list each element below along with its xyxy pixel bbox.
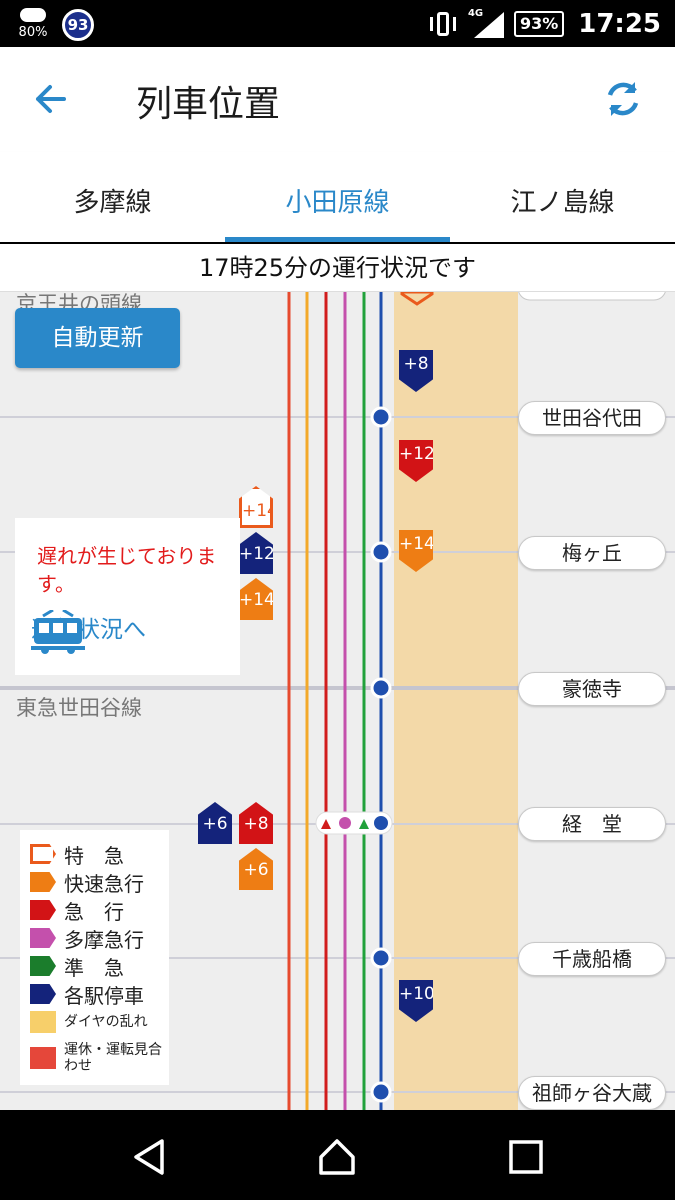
legend-item: 多摩急行 (30, 924, 169, 952)
clock: 17:25 (578, 8, 661, 39)
square-recents-icon (509, 1140, 543, 1174)
suspension-swatch-icon (30, 1047, 56, 1069)
vibrate-icon (428, 10, 458, 38)
app-bar: 列車位置 (0, 47, 675, 152)
legend-label: 多摩急行 (64, 927, 144, 952)
tama-express-stop-icon (339, 817, 351, 829)
tab-tama-line[interactable]: 多摩線 (73, 188, 152, 218)
nav-back-button[interactable] (130, 1137, 170, 1177)
legend-item: 快速急行 (30, 868, 169, 896)
status-banner: 17時25分の運行状況です (0, 244, 675, 292)
triangle-back-icon (134, 1139, 164, 1175)
legend-label: 快速急行 (64, 871, 144, 896)
legend-label: 準 急 (64, 955, 124, 980)
train-marker[interactable]: +12 (239, 532, 273, 574)
home-icon (319, 1139, 355, 1175)
tab-odawara-line[interactable]: 小田原線 (225, 152, 450, 242)
train-marker[interactable]: +12 (399, 440, 433, 482)
station-dot (370, 406, 392, 428)
station-label[interactable]: 千歳船橋 (518, 942, 666, 976)
station-dot (370, 947, 392, 969)
legend-item: ダイヤの乱れ (30, 1008, 169, 1036)
train-marker[interactable]: +14 (399, 530, 433, 572)
legend-label: 特 急 (64, 843, 124, 868)
station-dot (372, 814, 390, 832)
station-label[interactable]: 世田谷代田 (518, 401, 666, 435)
delay-band (394, 292, 518, 1110)
legend-item: 特 急 (30, 840, 169, 868)
weather-percent: 80% (18, 25, 48, 40)
page-title: 列車位置 (136, 84, 281, 125)
stop-pattern-capsule (315, 811, 393, 835)
notification-badge: 93 (62, 9, 94, 41)
connecting-line-label: 東急世田谷線 (16, 696, 142, 720)
semi-express-stop-icon (359, 819, 369, 829)
nav-recents-button[interactable] (506, 1137, 546, 1177)
back-button[interactable] (30, 77, 74, 121)
legend-label: 運休・運転見合わせ (64, 1042, 162, 1074)
train-icon (31, 610, 85, 654)
partial-train-marker (400, 292, 434, 306)
limited-express-swatch-icon (30, 844, 56, 864)
station-label[interactable]: 豪徳寺 (518, 672, 666, 706)
delay-notice: 遅れが生じております。 運行状況へ (15, 518, 240, 675)
service-status-link[interactable]: 運行状況へ (31, 610, 146, 654)
refresh-icon (607, 82, 639, 116)
station-dot (370, 677, 392, 699)
partial-station-label (518, 292, 666, 301)
legend-label: 各駅停車 (64, 983, 144, 1008)
train-position-map[interactable]: 京王井の頭線 東急世田谷線 自動更新 世田谷代田 梅ヶ丘 豪徳寺 経 堂 千歳船… (0, 292, 675, 1110)
legend-item: 各駅停車 (30, 980, 169, 1008)
signal-icon: 4G (468, 8, 504, 40)
line-tabs: 多摩線 小田原線 江ノ島線 (0, 152, 675, 242)
legend-item: 準 急 (30, 952, 169, 980)
semi-express-swatch-icon (30, 956, 56, 976)
weather-icon: 80% (16, 6, 50, 42)
system-nav-bar (0, 1110, 675, 1200)
station-label[interactable]: 梅ヶ丘 (518, 536, 666, 570)
nav-home-button[interactable] (317, 1137, 357, 1177)
station-label[interactable]: 経 堂 (518, 807, 666, 841)
auto-update-button[interactable]: 自動更新 (15, 308, 180, 368)
station-label[interactable]: 祖師ヶ谷大蔵 (518, 1076, 666, 1110)
battery-indicator: 93% (513, 10, 565, 37)
station-dot (370, 541, 392, 563)
legend-item: 急 行 (30, 896, 169, 924)
status-bar: 80% 93 4G 93% 17:25 (0, 0, 675, 47)
rapid-express-swatch-icon (30, 872, 56, 892)
local-swatch-icon (30, 984, 56, 1004)
legend-label: ダイヤの乱れ (64, 1014, 148, 1030)
delay-message: 遅れが生じております。 (37, 544, 217, 596)
station-dot (370, 1081, 392, 1103)
tab-enoshima-line[interactable]: 江ノ島線 (510, 188, 615, 218)
legend-label: 急 行 (64, 899, 124, 924)
legend-item: 運休・運転見合わせ (30, 1036, 169, 1080)
schedule-disruption-swatch-icon (30, 1011, 56, 1033)
arrow-left-icon (36, 85, 66, 113)
tama-express-swatch-icon (30, 928, 56, 948)
refresh-button[interactable] (601, 77, 645, 121)
legend: 特 急 快速急行 急 行 多摩急行 準 急 各駅停車 ダイヤの乱れ 運休・運転 (20, 830, 169, 1085)
express-swatch-icon (30, 900, 56, 920)
express-stop-icon (321, 819, 331, 829)
